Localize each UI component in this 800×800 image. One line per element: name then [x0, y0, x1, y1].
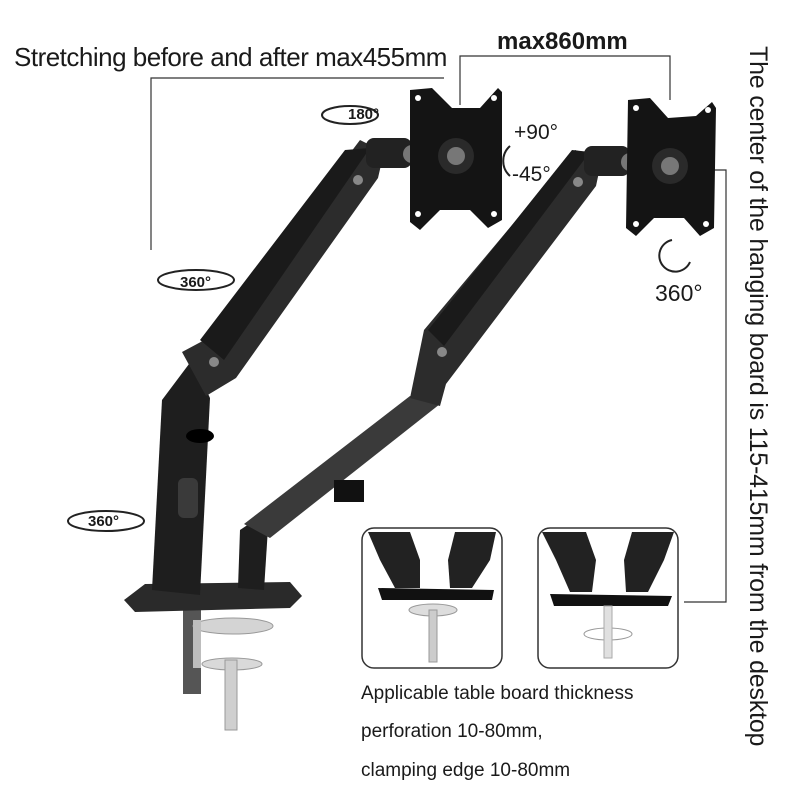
right-arm	[238, 146, 639, 590]
clamp-detail-right	[537, 527, 679, 669]
rotation-360-middle-label: 360°	[180, 274, 212, 291]
screen-rotation-label: 360°	[655, 280, 703, 306]
vesa-plate-left	[410, 88, 502, 230]
height-range-label: The center of the hanging board is 115-4…	[744, 46, 772, 747]
stretch-range-label: Stretching before and after max455mm	[14, 42, 447, 72]
rotation-360-bottom-label: 360°	[88, 513, 120, 530]
desk-clamp	[124, 582, 302, 731]
max-width-label: max860mm	[497, 28, 628, 55]
spec-line-3: clamping edge 10-80mm	[361, 760, 571, 781]
tilt-down-label: -45°	[512, 163, 551, 186]
tilt-up-label: +90°	[514, 121, 559, 144]
left-arm	[152, 138, 421, 595]
rotation-arrows	[67, 105, 691, 532]
vesa-plate-right	[626, 98, 716, 236]
spec-line-2: perforation 10-80mm,	[361, 721, 543, 742]
spec-line-1: Applicable table board thickness	[361, 683, 634, 704]
clamp-detail-left	[361, 527, 503, 669]
rotation-180-label: 180°	[348, 106, 380, 123]
